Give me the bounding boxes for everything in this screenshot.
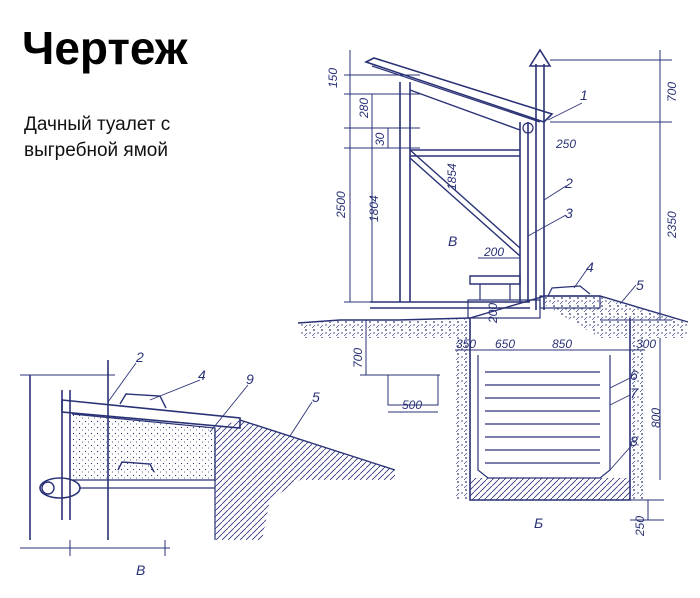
dim-30: 30 bbox=[373, 132, 387, 146]
callout-2: 2 bbox=[564, 175, 573, 191]
pit-bottom bbox=[470, 478, 630, 500]
dim-280: 280 bbox=[357, 98, 371, 119]
hatch-handle bbox=[547, 285, 591, 297]
dim-850: 850 bbox=[552, 337, 572, 351]
hatch-cover bbox=[539, 295, 601, 309]
detail-section: 2 4 9 5 В bbox=[20, 349, 396, 578]
pit-cover bbox=[467, 299, 541, 319]
callout-3: 3 bbox=[565, 205, 573, 221]
seat-legs bbox=[479, 284, 511, 300]
section-mark-v: В bbox=[448, 233, 457, 249]
pit-planks bbox=[485, 371, 600, 464]
dim-250: 250 bbox=[555, 137, 576, 151]
dim-700-top: 700 bbox=[665, 82, 679, 102]
pit-wall-right bbox=[630, 338, 645, 500]
callout-6: 6 bbox=[630, 367, 638, 383]
dimension-lines bbox=[344, 50, 672, 521]
page-subtitle: Дачный туалет с выгребной ямой bbox=[24, 112, 224, 164]
detail-fill bbox=[72, 414, 215, 480]
page-title: Чертеж bbox=[22, 22, 188, 74]
dim-350: 350 bbox=[456, 337, 476, 351]
vent-cap bbox=[528, 48, 552, 67]
detail-callout-5: 5 bbox=[312, 389, 320, 405]
callout-leaders bbox=[527, 102, 637, 471]
callout-4: 4 bbox=[586, 259, 594, 275]
detail-section-mark: В bbox=[136, 562, 145, 578]
dim-300: 300 bbox=[636, 337, 656, 351]
dim-500: 500 bbox=[402, 398, 422, 412]
dim-200-small: 200 bbox=[486, 303, 500, 324]
dim-2500: 2500 bbox=[334, 191, 348, 219]
dim-250-bottom: 250 bbox=[633, 516, 647, 537]
detail-callout-4: 4 bbox=[198, 367, 206, 383]
detail-inner-handle bbox=[117, 461, 155, 473]
detail-leaders bbox=[107, 362, 313, 437]
callout-1: 1 bbox=[580, 87, 588, 103]
pipe-bracket bbox=[522, 122, 534, 134]
dim-800: 800 bbox=[649, 408, 663, 428]
callout-5: 5 bbox=[636, 277, 644, 293]
soil-left bbox=[300, 319, 470, 338]
detail-callout-9: 9 bbox=[246, 371, 254, 387]
dim-200: 200 bbox=[483, 245, 504, 259]
dim-1804: 1804 bbox=[367, 195, 381, 222]
braces bbox=[409, 89, 521, 257]
detail-slope-soil bbox=[215, 420, 395, 540]
callout-7: 7 bbox=[630, 385, 639, 401]
dim-650: 650 bbox=[495, 337, 515, 351]
dim-700-bottom: 700 bbox=[351, 348, 365, 368]
soil-right bbox=[545, 297, 688, 338]
seat bbox=[469, 275, 521, 285]
vent-pipe bbox=[535, 64, 545, 310]
detail-log-end bbox=[41, 481, 55, 495]
subtitle-line-1: Дачный туалет с bbox=[24, 114, 171, 135]
roof bbox=[363, 57, 554, 123]
detail-callout-2: 2 bbox=[135, 349, 144, 365]
dim-1854: 1854 bbox=[445, 163, 459, 190]
callout-8: 8 bbox=[630, 433, 638, 449]
building-frame bbox=[370, 82, 530, 309]
pit-inner bbox=[477, 355, 611, 479]
pit-wall-left bbox=[455, 338, 470, 500]
dim-2350: 2350 bbox=[665, 211, 679, 239]
dim-150: 150 bbox=[326, 68, 340, 88]
detail-log bbox=[39, 477, 81, 499]
detail-handle bbox=[119, 393, 167, 409]
main-section: 150 280 30 2500 1804 1854 700 2350 250 2… bbox=[297, 48, 689, 537]
subtitle-line-2: выгребной ямой bbox=[24, 140, 168, 161]
section-mark-b: Б bbox=[534, 515, 543, 531]
